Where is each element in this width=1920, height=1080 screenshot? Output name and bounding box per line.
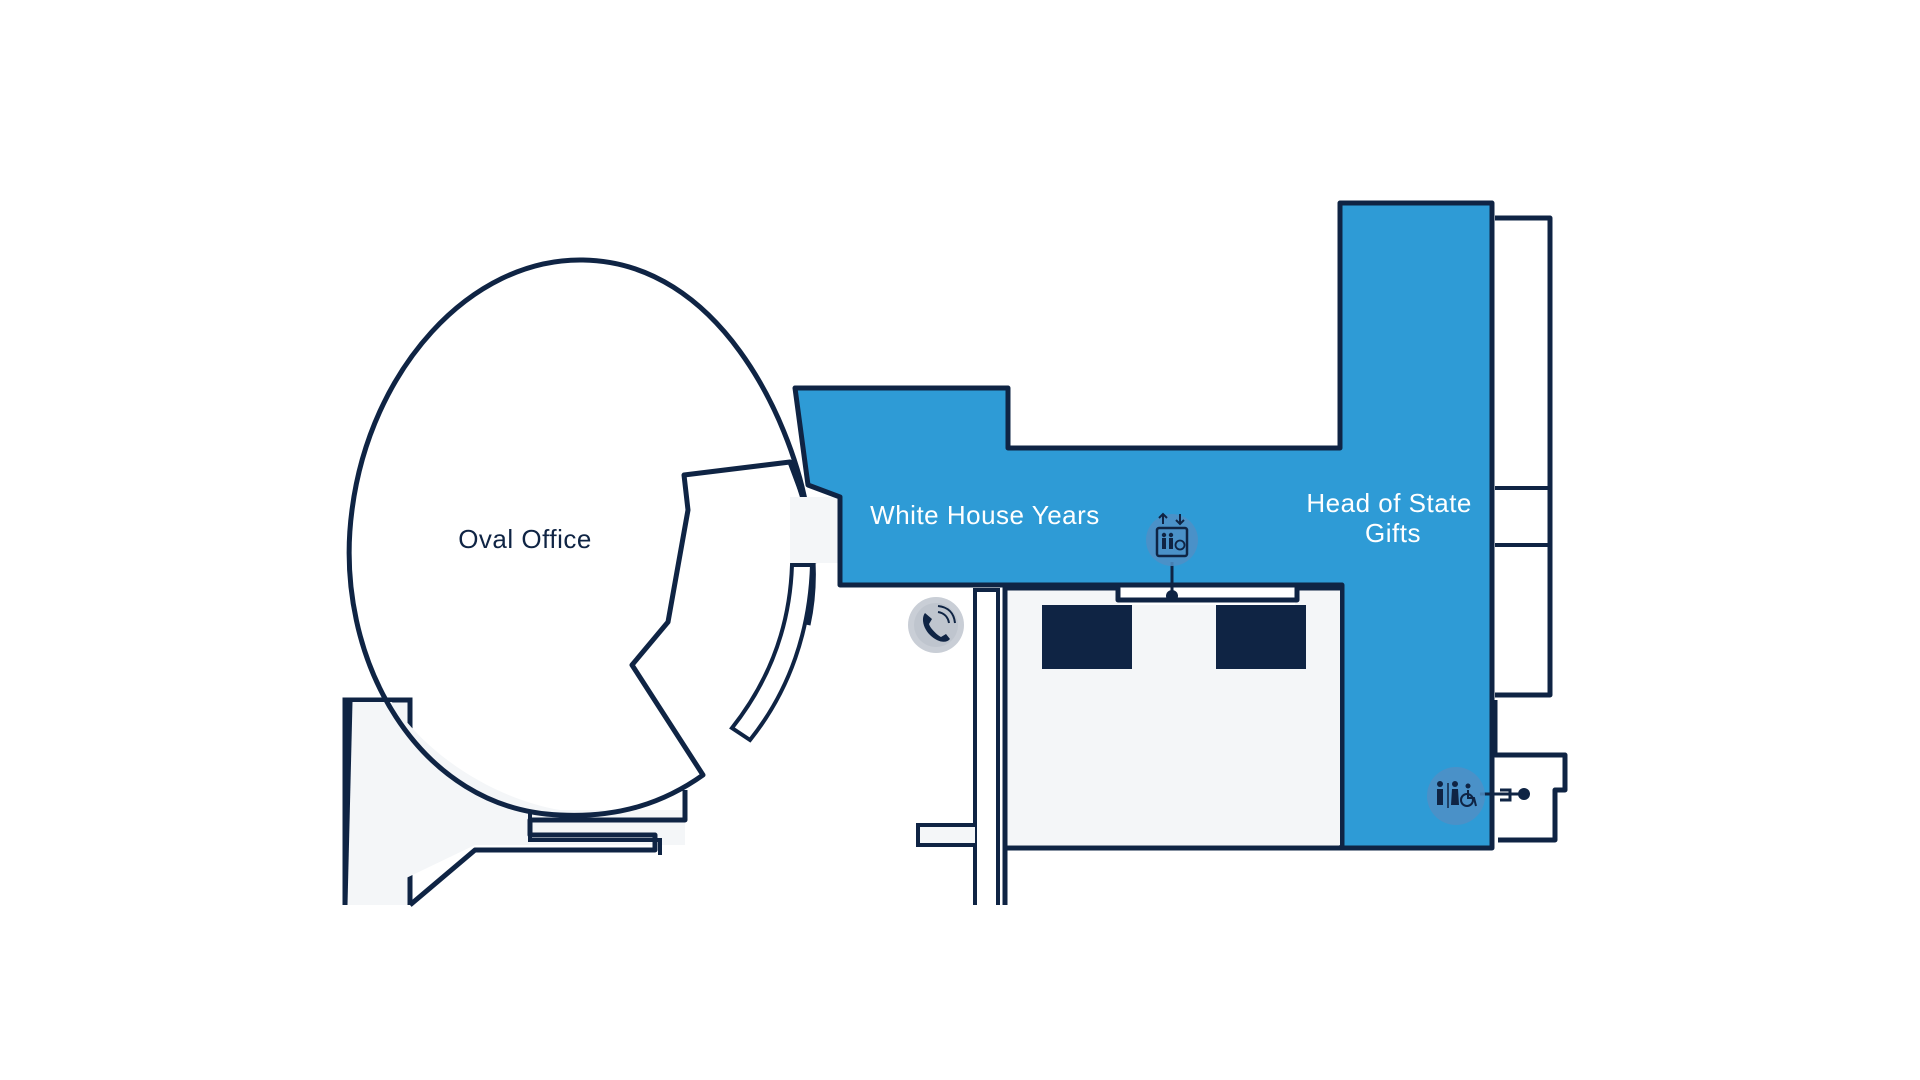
- oval-office-room[interactable]: Oval Office: [346, 257, 825, 818]
- oval-office-curved-bench: [729, 563, 815, 743]
- display-case-left: [1042, 605, 1132, 669]
- phone-marker[interactable]: [908, 597, 964, 653]
- annex-diagonal-wall: [408, 790, 688, 907]
- head-of-state-gifts-label: Head of State Gifts: [1306, 488, 1479, 548]
- phone-icon: [922, 605, 956, 642]
- restroom-marker[interactable]: [1427, 767, 1530, 825]
- head-of-state-gifts-label-line1: Head of State: [1306, 488, 1472, 518]
- oval-office-label: Oval Office: [458, 524, 592, 554]
- head-of-state-gifts-label-line2: Gifts: [1365, 518, 1421, 548]
- annex-step-wall: [528, 810, 662, 855]
- elevator-marker[interactable]: [1146, 512, 1198, 602]
- east-side-rooms: [1492, 215, 1568, 843]
- restroom-icon: [1437, 781, 1477, 808]
- elevator-marker-dot: [1166, 590, 1178, 602]
- phone-badge-inner: [914, 603, 958, 647]
- annex-wall-lower: [342, 701, 353, 906]
- white-house-years-label: White House Years: [870, 500, 1100, 530]
- display-case-right: [1216, 605, 1306, 669]
- oval-office-floor: [346, 257, 809, 818]
- restroom-marker-dot: [1518, 788, 1530, 800]
- lower-left-annex: [342, 697, 688, 907]
- east-corridor-wall: [1495, 215, 1553, 698]
- center-gallery: [1002, 585, 1492, 905]
- west-corridor-wall: [973, 588, 1000, 905]
- west-corridor: [916, 588, 1000, 905]
- center-gallery-wall: [1002, 585, 1340, 905]
- doorway-connector: [790, 497, 840, 563]
- west-corridor-stub: [916, 823, 975, 847]
- restroom-alcove-wall: [1492, 700, 1568, 843]
- annex-floor: [350, 702, 685, 905]
- elevator-icon: [1155, 512, 1189, 558]
